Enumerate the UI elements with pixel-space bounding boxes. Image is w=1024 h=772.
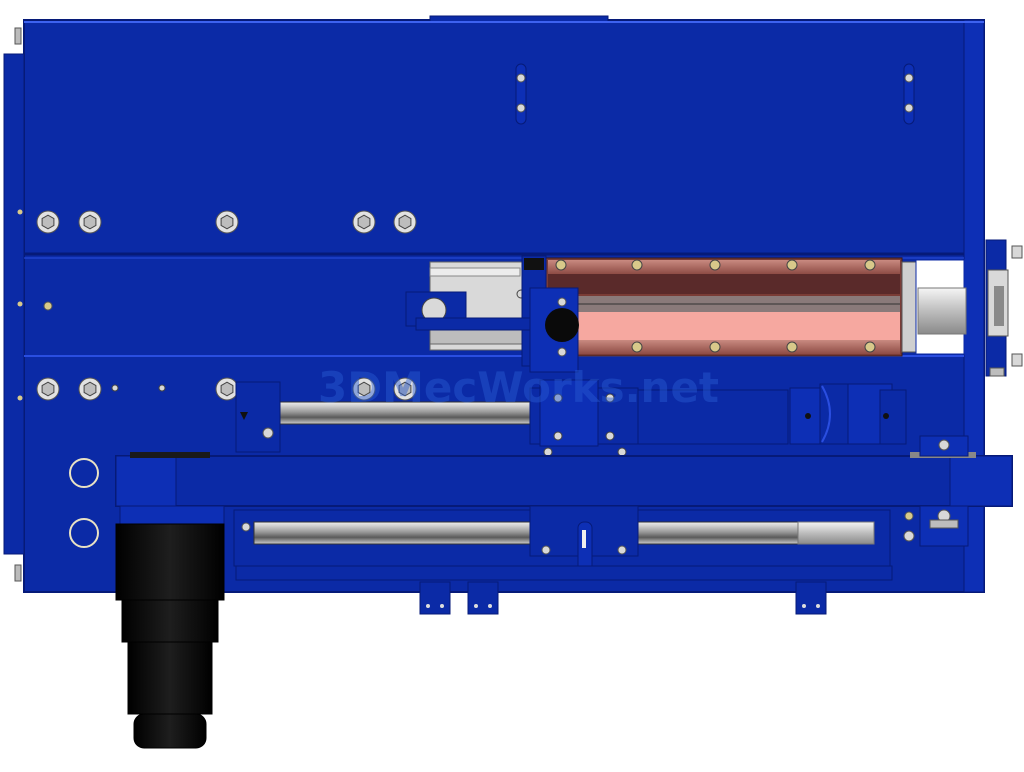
hex-bolt [393,377,417,401]
block-screw [543,447,553,457]
hex-bolt [352,377,376,401]
edge-screws [14,27,53,582]
hex-bolt [78,377,102,401]
z-axis-bracket [405,255,579,373]
brass-screw [864,259,876,271]
hex-bolts-lower [36,377,417,401]
stepper-motor [115,505,225,749]
mounting-tabs [419,581,827,615]
hex-bolt [393,210,417,234]
right-end-bracket [985,239,1023,377]
hex-bolts-upper [36,210,417,234]
hex-bolt [36,377,60,401]
brass-screw [555,259,567,271]
spindle-carriage [429,257,967,357]
hex-bolt [352,210,376,234]
brass-screw [786,341,798,353]
block-screw [605,393,615,403]
block-screw [605,431,615,441]
hex-bolt [78,210,102,234]
hex-bolt [215,377,239,401]
slot-bolts [515,63,915,125]
brass-screw [786,259,798,271]
small-screw [158,384,166,392]
hex-bolt [215,210,239,234]
x-carriage-block [529,379,907,447]
cable-ports [69,458,99,548]
brass-screw [631,341,643,353]
brass-screw [709,341,721,353]
y-rail-upper [235,381,533,453]
small-screw [111,384,119,392]
block-screw [617,447,627,457]
x-gantry-beam [115,435,1013,507]
block-screw [553,431,563,441]
brass-screw [631,259,643,271]
brass-screw [864,341,876,353]
hex-bolt [36,210,60,234]
brass-screw [709,259,721,271]
y-rail-lower [233,505,969,581]
block-screw [553,393,563,403]
